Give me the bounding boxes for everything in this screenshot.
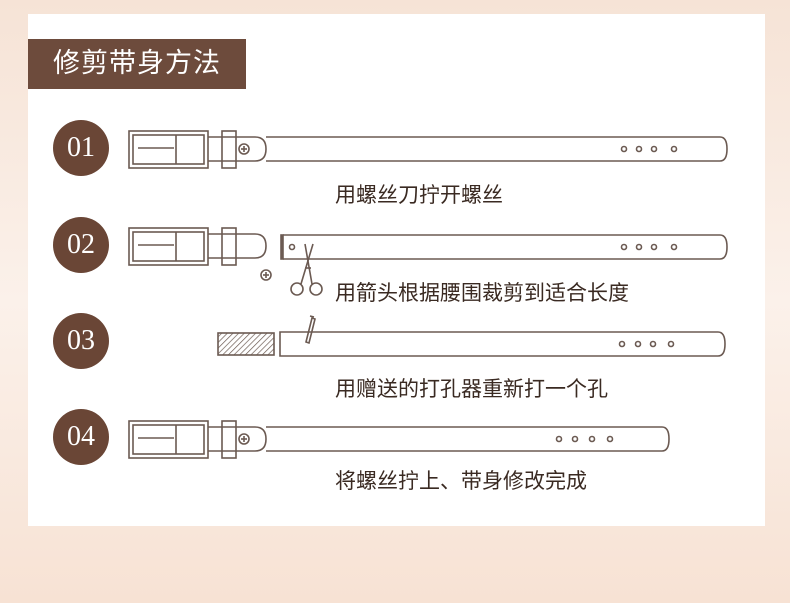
step-1-belt bbox=[128, 130, 728, 169]
step-4-belt bbox=[128, 420, 670, 459]
scissors-icon bbox=[290, 243, 323, 296]
step-4-number: 04 bbox=[53, 409, 109, 465]
punch-tool-icon bbox=[305, 315, 316, 345]
content-panel bbox=[28, 14, 765, 526]
hatched-strap-end-icon bbox=[217, 332, 275, 356]
step-3-number: 03 bbox=[53, 313, 109, 369]
buckle-icon bbox=[128, 420, 209, 459]
step-2-caption: 用箭头根据腰围裁剪到适合长度 bbox=[335, 281, 629, 305]
step-1-caption: 用螺丝刀拧开螺丝 bbox=[335, 183, 503, 207]
step-2-number: 02 bbox=[53, 217, 109, 273]
screw-icon bbox=[260, 269, 272, 281]
screw-icon bbox=[238, 433, 250, 445]
step-4-caption: 将螺丝拧上、带身修改完成 bbox=[335, 469, 587, 493]
step-2-belt bbox=[128, 227, 728, 296]
screw-icon bbox=[238, 143, 250, 155]
buckle-icon bbox=[128, 227, 209, 266]
step-3-belt bbox=[217, 315, 726, 357]
step-3-caption: 用赠送的打孔器重新打一个孔 bbox=[335, 377, 608, 401]
buckle-icon bbox=[128, 130, 209, 169]
page-title: 修剪带身方法 bbox=[28, 39, 246, 89]
step-1-number: 01 bbox=[53, 120, 109, 176]
